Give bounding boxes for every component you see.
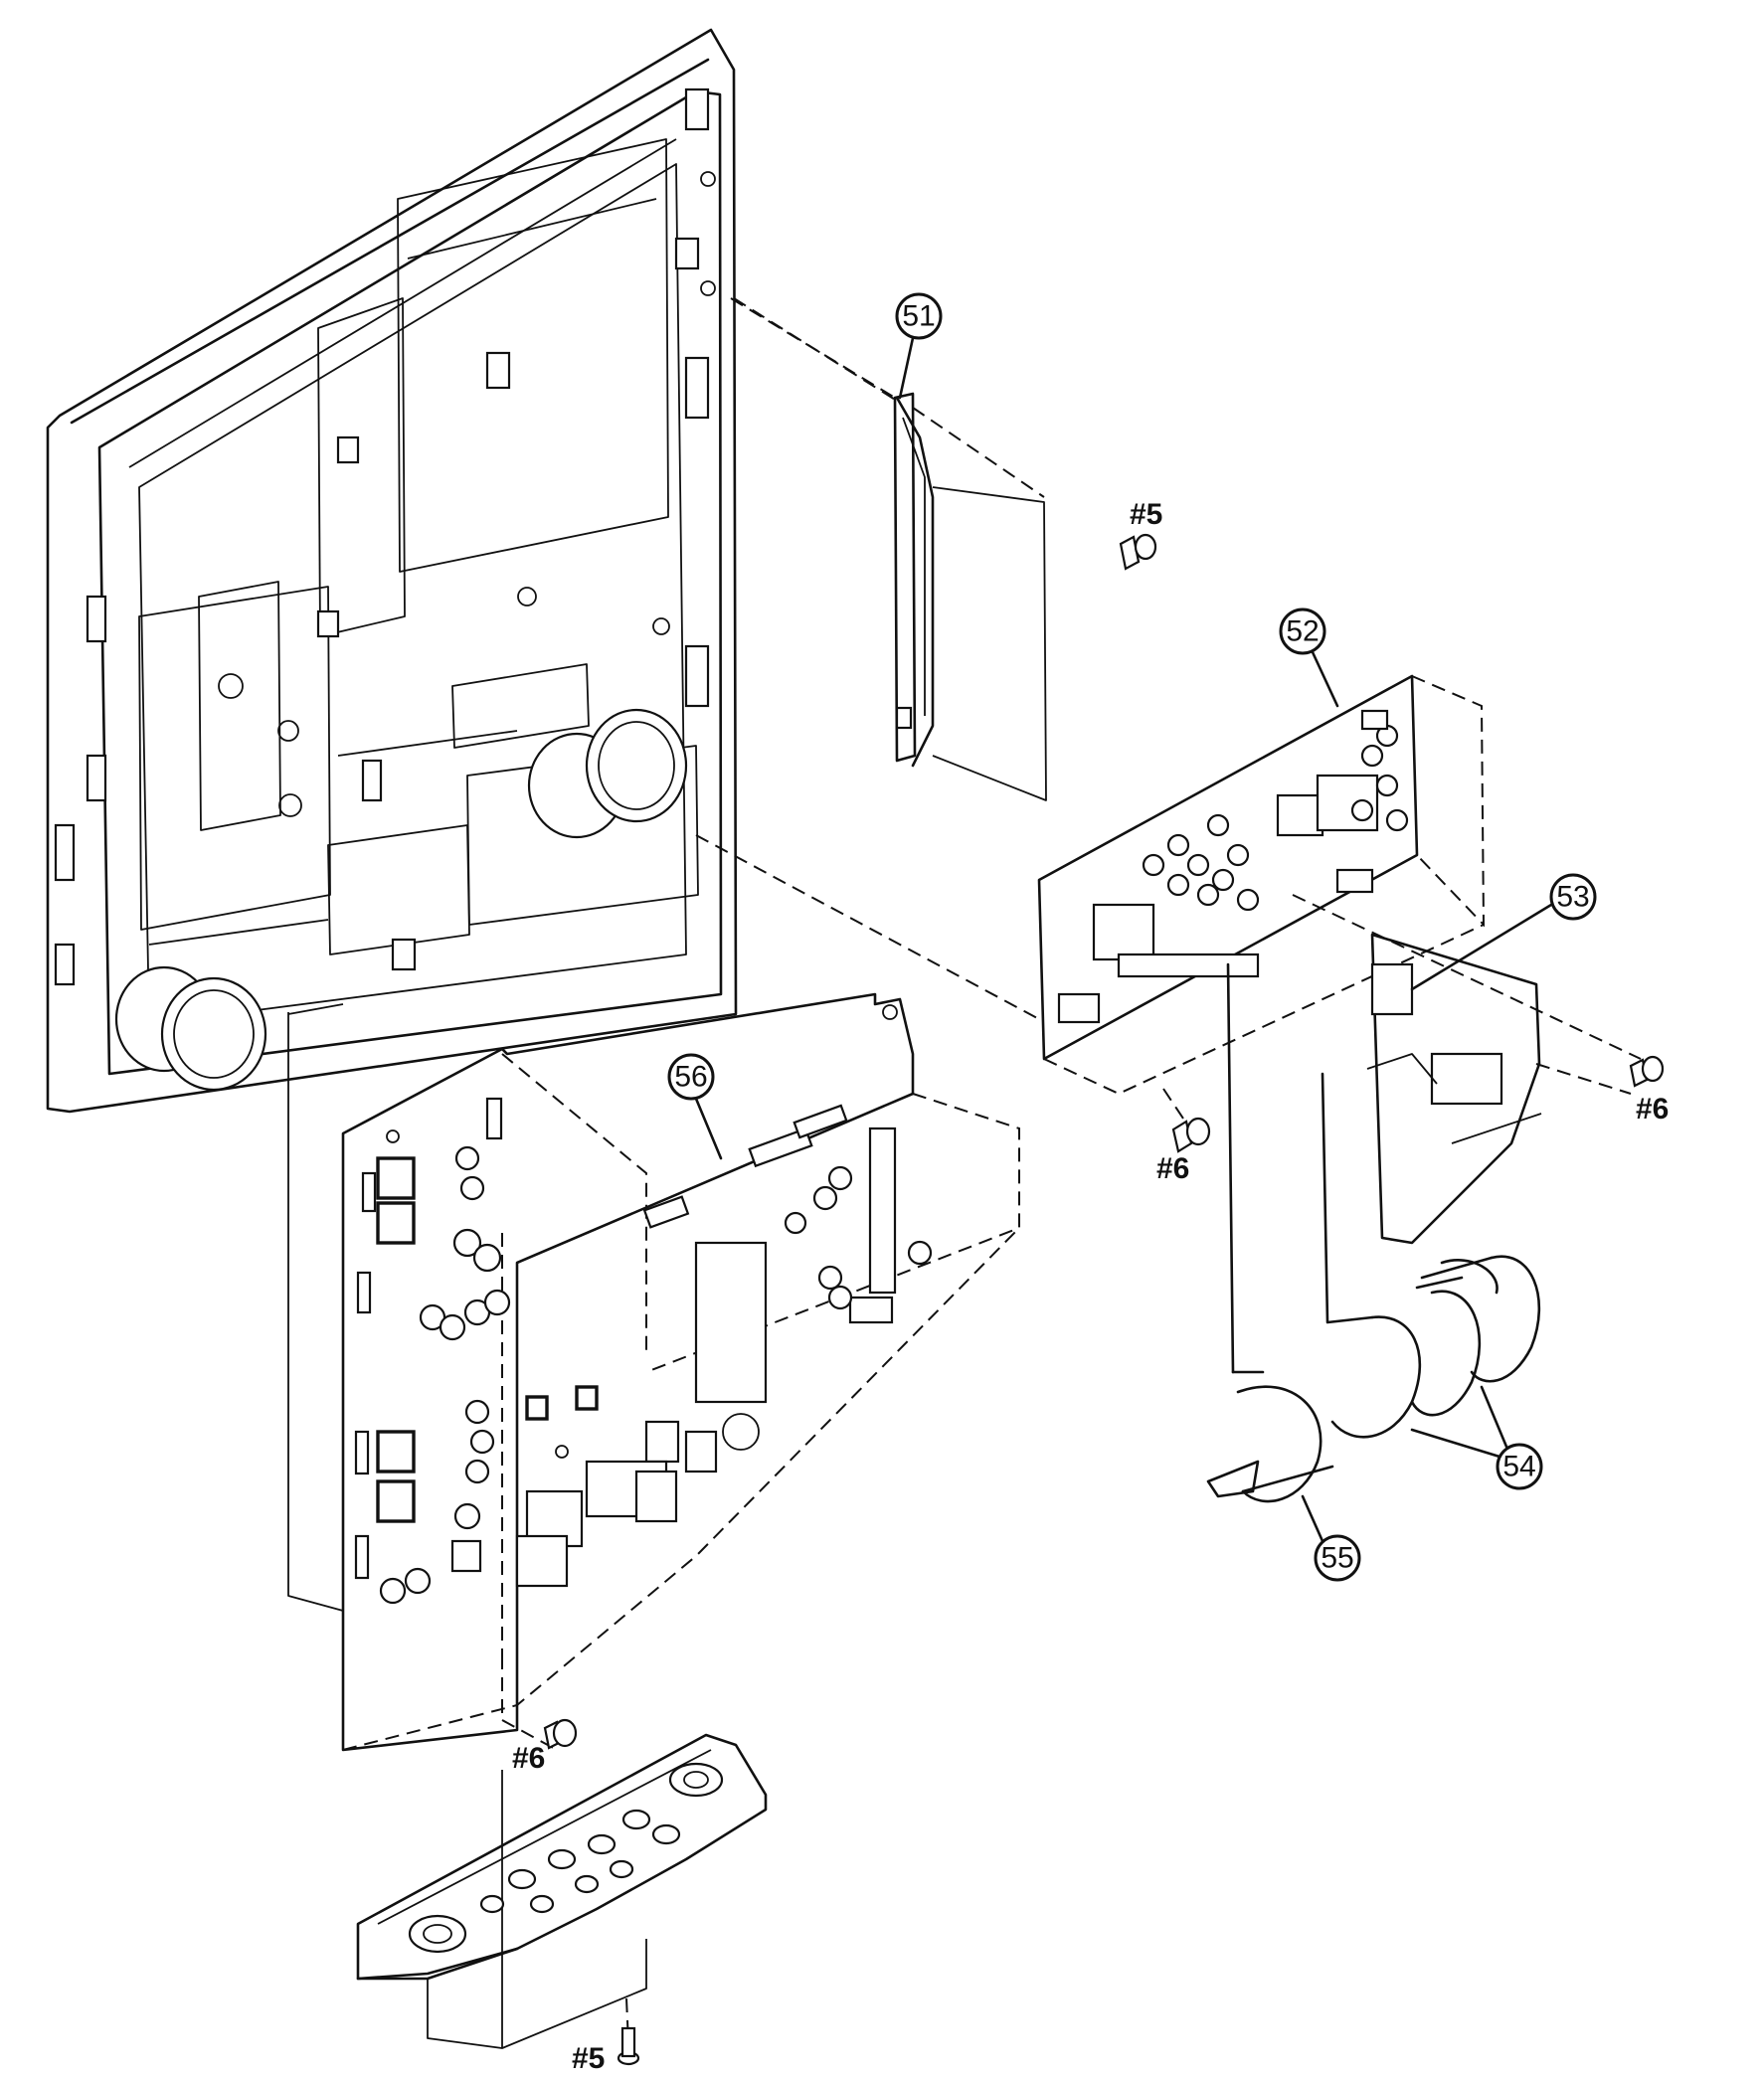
screw-6-bracket53 — [1629, 1055, 1665, 1088]
screw-6-board56 — [543, 1718, 578, 1750]
shield-plate-51 — [733, 297, 1047, 801]
screw-5-bottom-label: #5 — [572, 2042, 605, 2075]
callout-51: 51 — [895, 292, 943, 400]
screw-6-board52-label: #6 — [1156, 1152, 1189, 1185]
speaker-left — [114, 965, 267, 1092]
screw-6-board52 — [1171, 1117, 1211, 1153]
callout-56-label: 56 — [674, 1061, 707, 1094]
speaker-right — [527, 708, 688, 839]
callout-53-label: 53 — [1556, 881, 1589, 914]
screw-6-bracket53-label: #6 — [1636, 1093, 1669, 1126]
board-52-capacitors — [1142, 724, 1409, 912]
flat-cable-55 — [1206, 962, 1334, 1503]
screw-labels: #5 #6 #6 #6 #5 — [512, 498, 1669, 2075]
callout-55: 55 — [1301, 1494, 1361, 1582]
pcb-board-52 — [695, 674, 1642, 1096]
callout-54: 54 — [1410, 1385, 1543, 1490]
panel-holes — [408, 1762, 724, 1954]
callout-52: 52 — [1279, 607, 1339, 708]
callout-56: 56 — [667, 1053, 723, 1160]
front-button-panel — [356, 1733, 768, 2049]
alignment-guides — [287, 297, 1632, 2044]
callout-53: 53 — [1410, 873, 1597, 991]
callout-52-label: 52 — [1286, 615, 1319, 648]
screw-6-board56-label: #6 — [512, 1742, 545, 1775]
bracket-53 — [1366, 933, 1542, 1245]
board-56-components — [354, 1004, 933, 1605]
screw-5-bottom — [617, 2026, 640, 2066]
callout-55-label: 55 — [1321, 1542, 1353, 1575]
screw-5-top — [1119, 533, 1157, 571]
rear-chassis-frame — [46, 28, 738, 1114]
callout-54-label: 54 — [1502, 1451, 1535, 1483]
callout-51-label: 51 — [902, 300, 935, 333]
screw-5-top-label: #5 — [1130, 498, 1162, 531]
pcb-board-56 — [287, 992, 1020, 1752]
flat-cable-54 — [1321, 1072, 1541, 1439]
